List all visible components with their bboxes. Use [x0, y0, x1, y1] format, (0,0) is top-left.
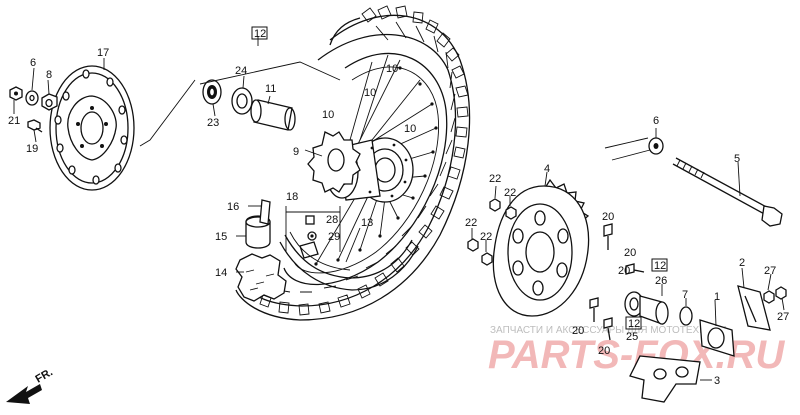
disc-hardware	[9, 86, 58, 133]
callout-15: 15	[215, 231, 227, 243]
callout-9: 9	[293, 146, 299, 158]
callout-20-a: 20	[602, 211, 614, 223]
callout-23: 23	[207, 117, 219, 129]
callout-box-12-top	[251, 26, 268, 40]
callout-12-right-top: 12	[654, 260, 666, 272]
chain-adjuster-parts	[589, 223, 787, 403]
callout-4: 4	[544, 163, 550, 175]
callout-10-b: 10	[364, 87, 376, 99]
callout-22-a: 22	[489, 173, 501, 185]
group-bracket-18-sides	[285, 212, 341, 252]
callout-28: 28	[326, 214, 338, 226]
callout-22-d: 22	[480, 231, 492, 243]
callout-20-d: 20	[572, 325, 584, 337]
driven-sprocket	[492, 178, 590, 317]
callout-16: 16	[227, 201, 239, 213]
inner-tube	[235, 199, 419, 302]
callout-10-c: 10	[322, 109, 334, 121]
callout-8: 8	[46, 69, 52, 81]
callout-22-c: 22	[465, 217, 477, 229]
callout-10-d: 10	[404, 123, 416, 135]
callout-2: 2	[739, 257, 745, 269]
callout-24: 24	[235, 65, 247, 77]
callout-25: 25	[626, 331, 638, 343]
callout-20-e: 20	[598, 345, 610, 357]
callout-box-12-right-bottom	[625, 316, 642, 330]
axle-parts	[139, 61, 341, 147]
callout-10-a: 10	[386, 63, 398, 75]
callout-11: 11	[265, 83, 276, 95]
callout-labels: 1 2 3 4 5 6 6 7 8 9 10 10 10 10 11 12 12…	[8, 28, 789, 387]
group-bracket-18	[285, 206, 341, 213]
brake-disc	[49, 65, 135, 191]
sprocket-nuts	[467, 198, 517, 266]
rear-axle	[604, 137, 783, 227]
callout-21: 21	[8, 115, 20, 127]
callout-6-right: 6	[653, 115, 659, 127]
callout-box-12-right-top	[651, 258, 668, 272]
callout-19: 19	[26, 143, 38, 155]
callout-13: 13	[361, 217, 373, 229]
callout-22-b: 22	[504, 187, 516, 199]
callout-12-right-bottom: 12	[628, 318, 640, 330]
callout-3: 3	[714, 375, 720, 387]
callout-26: 26	[655, 275, 667, 287]
part-9-flange	[307, 131, 361, 193]
callout-27-top: 27	[764, 265, 776, 277]
valve-parts	[299, 215, 319, 259]
callout-18: 18	[286, 191, 298, 203]
front-direction-arrow-icon	[6, 384, 42, 404]
callout-1: 1	[714, 291, 720, 303]
callout-14: 14	[215, 267, 227, 279]
callout-27-bottom: 27	[777, 311, 789, 323]
callout-17: 17	[97, 47, 109, 59]
callout-5: 5	[734, 153, 740, 165]
direction-label: FR.	[34, 366, 55, 385]
callout-12-top: 12	[254, 28, 266, 40]
leader-lines	[13, 36, 785, 381]
callout-20-c: 20	[618, 265, 630, 277]
callout-6-left: 6	[30, 57, 36, 69]
callout-29: 29	[328, 231, 340, 243]
callout-7: 7	[682, 289, 688, 301]
callout-20-b: 20	[624, 247, 636, 259]
